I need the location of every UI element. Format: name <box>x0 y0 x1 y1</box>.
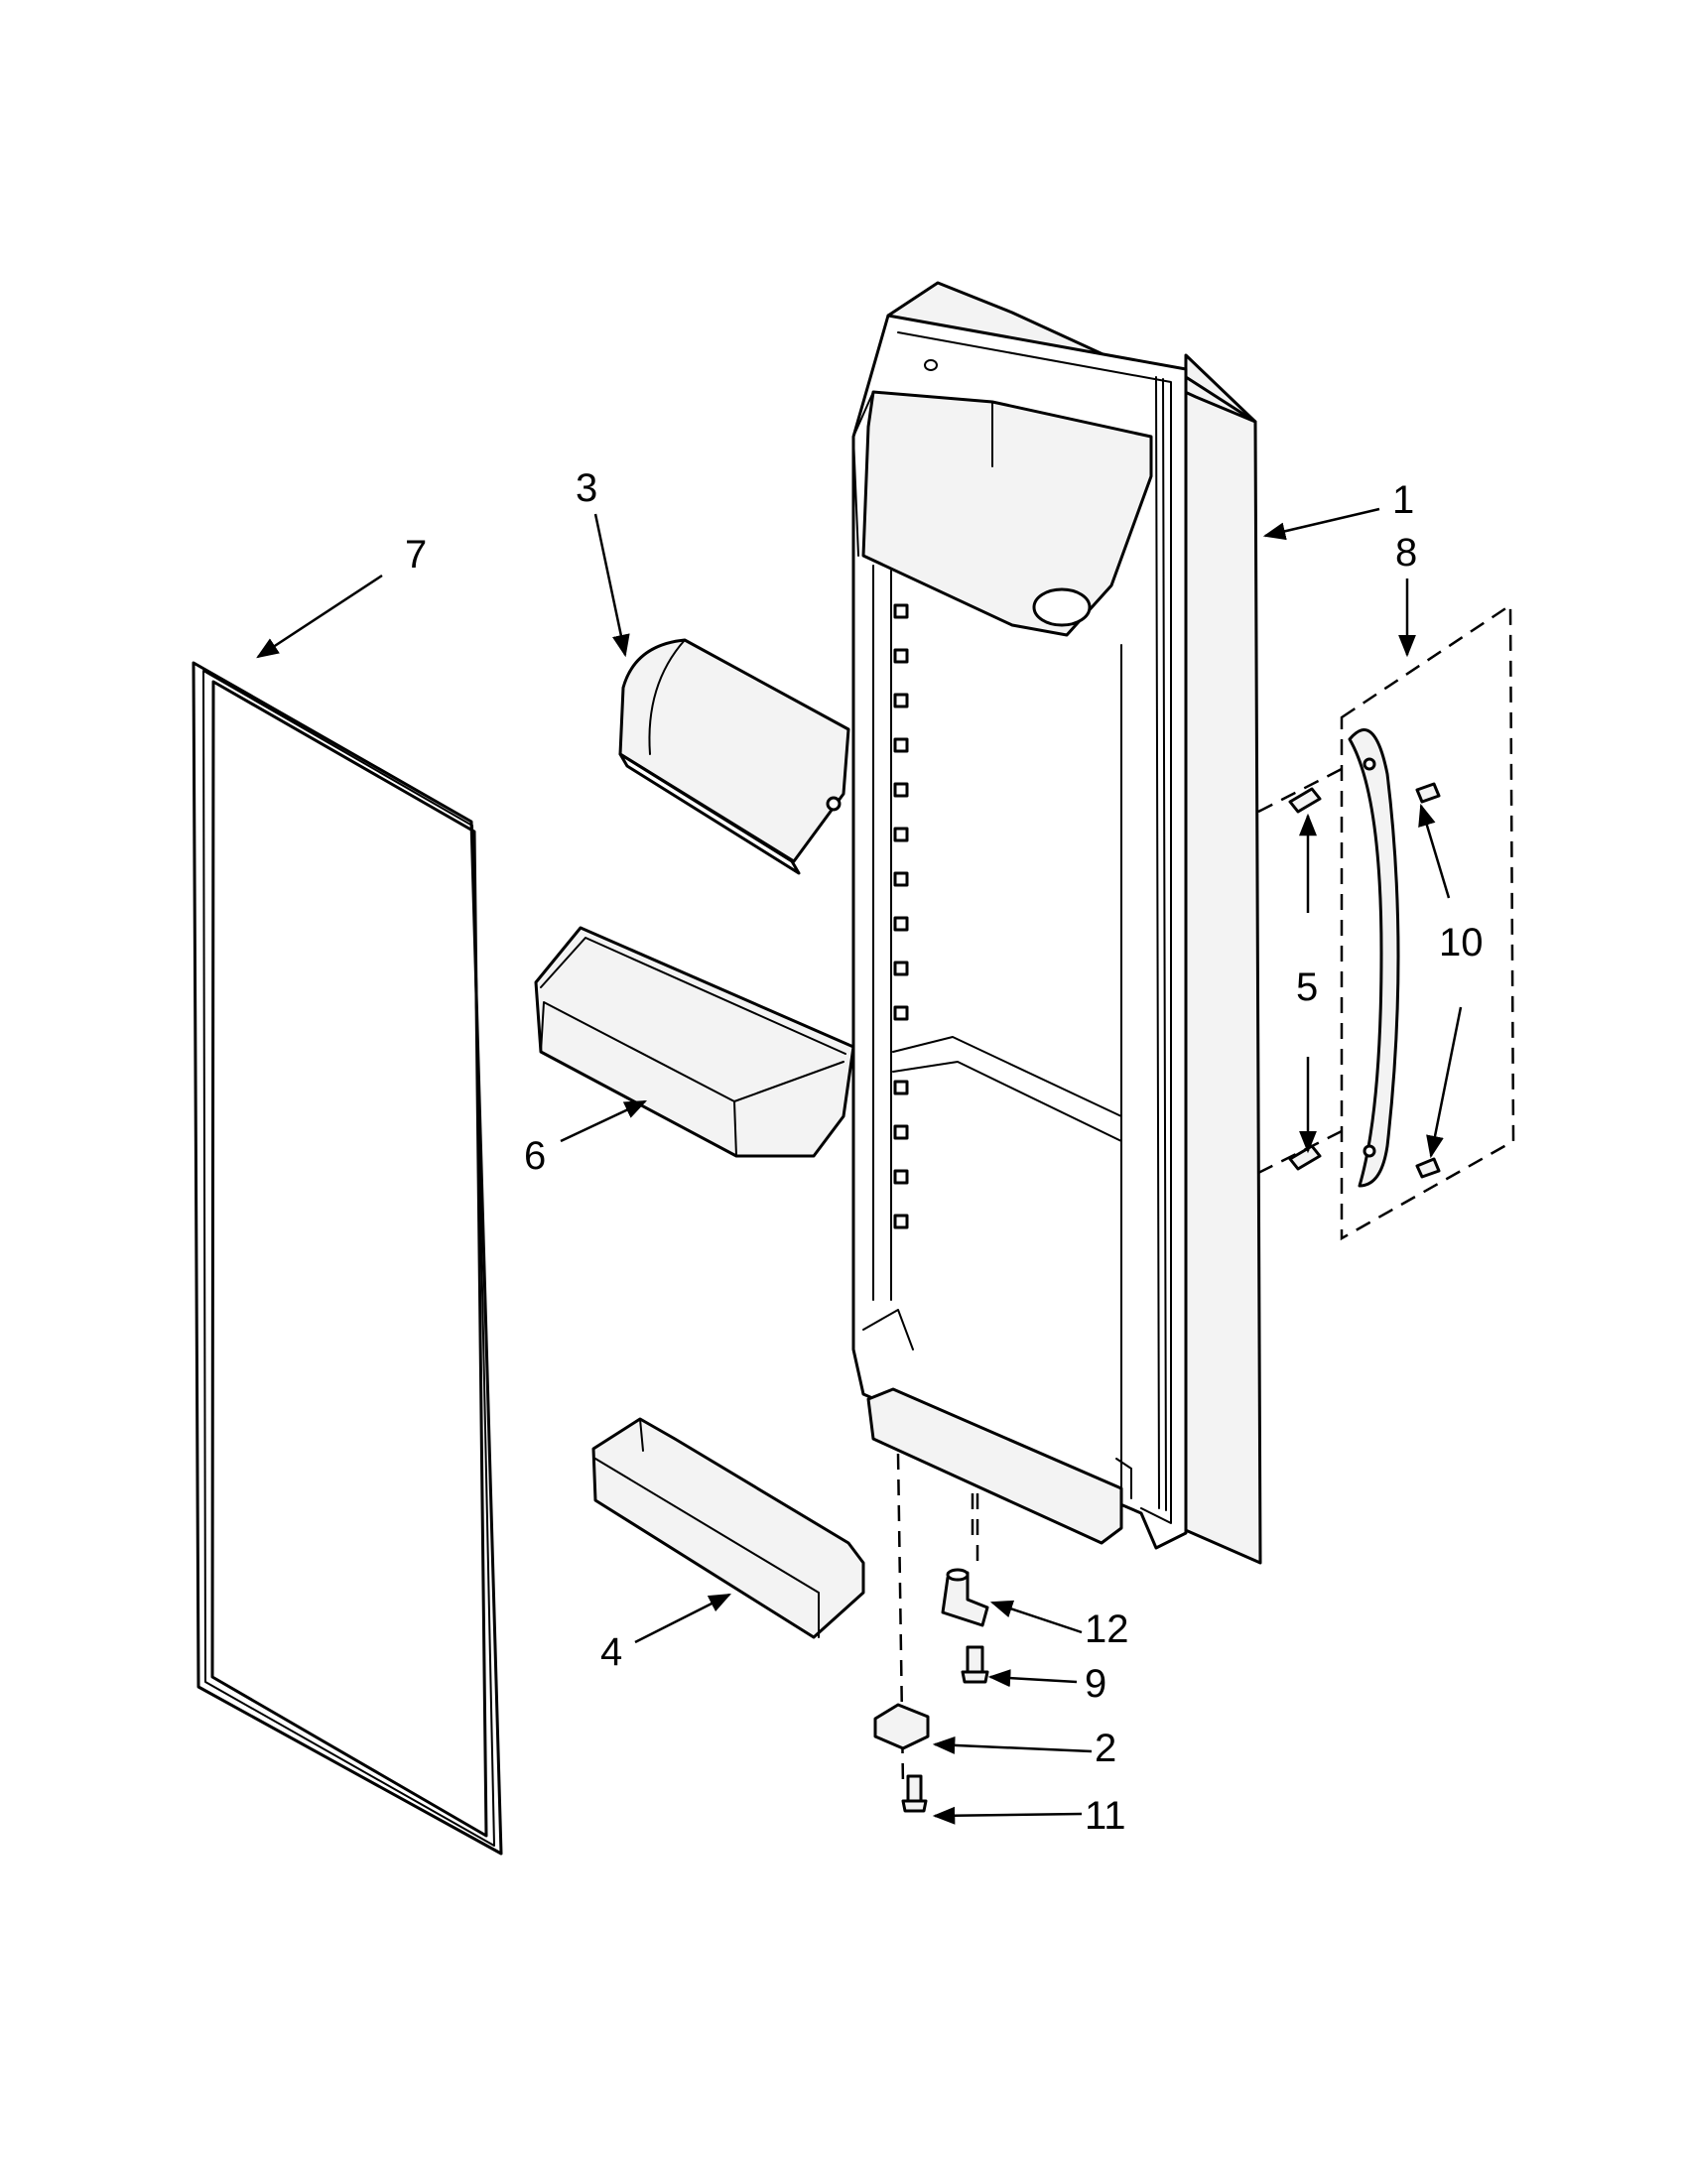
door-bin-part-6 <box>534 926 855 1158</box>
leader-10-up <box>1418 803 1451 899</box>
screw-part-9 <box>961 1645 989 1684</box>
callout-12: 12 <box>1085 1607 1129 1651</box>
callout-8: 8 <box>1395 531 1417 575</box>
hinge-pin-part-12 <box>941 1568 989 1627</box>
screw-part-5-upper <box>1288 787 1322 814</box>
door-gasket-part-7 <box>192 661 503 1856</box>
door-liner-part-1 <box>851 281 1262 1565</box>
callout-1: 1 <box>1392 478 1414 522</box>
hinge-hardware <box>873 1453 989 1813</box>
leader-12 <box>989 1600 1083 1634</box>
callout-9: 9 <box>1085 1662 1106 1706</box>
screw-part-11 <box>901 1774 928 1813</box>
callout-5: 5 <box>1296 965 1318 1009</box>
callout-labels: 1 2 3 4 5 6 7 8 9 10 11 12 <box>405 466 1484 1838</box>
leader-11 <box>932 1806 1083 1825</box>
set-screw-part-10-upper <box>1415 782 1441 804</box>
hinge-bracket-part-2 <box>873 1703 930 1750</box>
set-screw-part-10-lower <box>1415 1157 1441 1179</box>
callout-3: 3 <box>576 466 597 510</box>
leader-lines <box>256 507 1463 1825</box>
bin-cover-part-3 <box>618 638 850 875</box>
callout-11: 11 <box>1085 1794 1126 1838</box>
callout-6: 6 <box>524 1134 546 1178</box>
leader-10-down <box>1426 1006 1463 1159</box>
callout-10: 10 <box>1439 921 1484 964</box>
lower-shelf-part-4 <box>591 1417 865 1639</box>
left-shelf-rails <box>872 565 909 1301</box>
leader-3 <box>593 513 630 658</box>
callout-7: 7 <box>405 533 427 577</box>
leader-1 <box>1262 507 1380 541</box>
leader-7 <box>256 574 383 659</box>
leader-9 <box>987 1669 1078 1688</box>
callout-2: 2 <box>1095 1727 1116 1770</box>
leader-2 <box>932 1735 1093 1754</box>
leader-6 <box>560 1099 648 1143</box>
handle-assembly-part-8 <box>1257 602 1515 1241</box>
callout-4: 4 <box>600 1630 622 1674</box>
leader-4 <box>634 1593 732 1644</box>
